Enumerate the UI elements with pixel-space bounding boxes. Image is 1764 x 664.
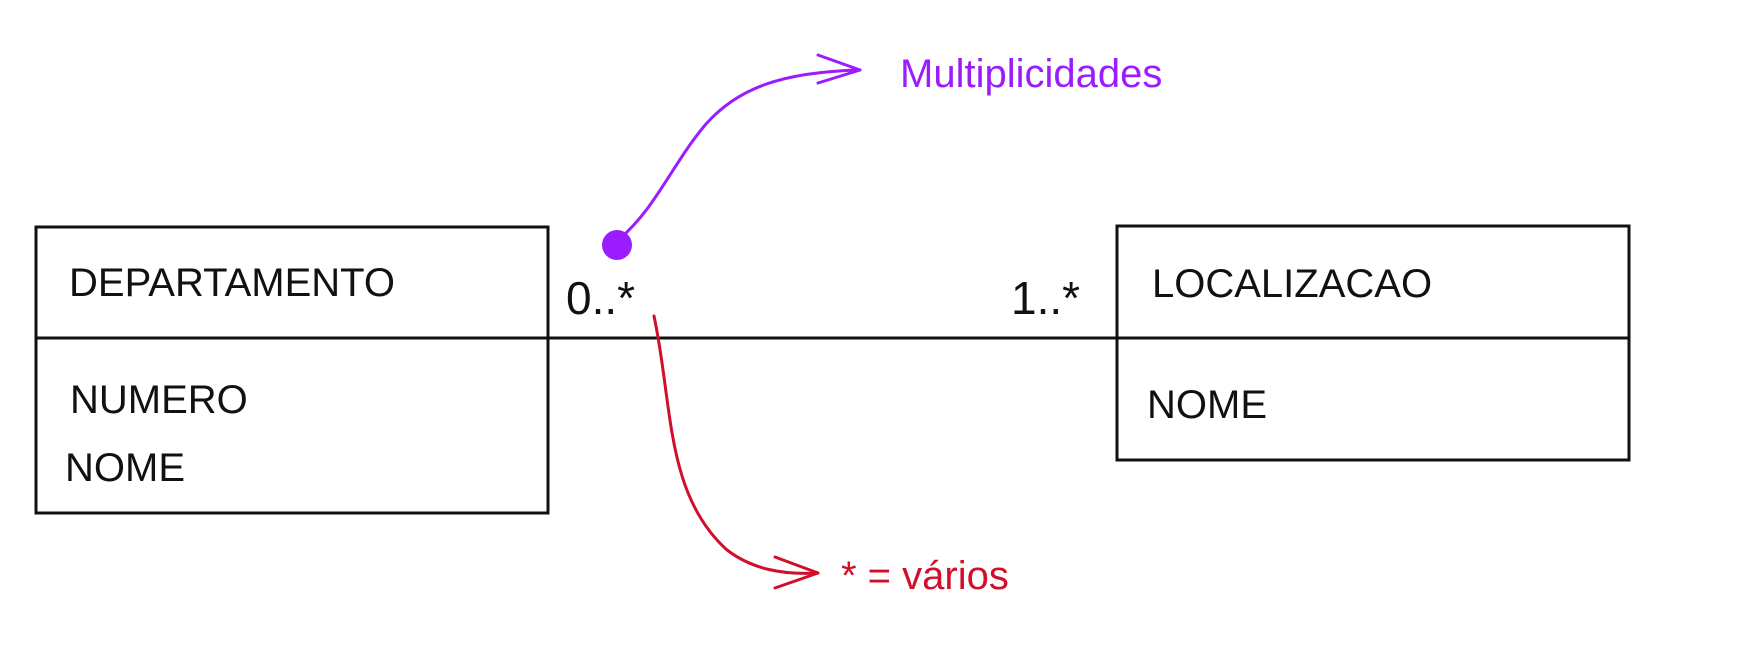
departamento-attribute-nome: NOME bbox=[65, 446, 185, 490]
left-multiplicity-label: 0..* bbox=[566, 272, 636, 324]
multiplicidades-anchor-dot bbox=[602, 230, 632, 260]
departamento-box bbox=[34, 225, 550, 515]
departamento-attribute-numero: NUMERO bbox=[70, 378, 248, 422]
varios-arrow-curve bbox=[652, 314, 820, 575]
localizacao-box bbox=[1115, 224, 1631, 462]
multiplicidades-arrow-curve bbox=[615, 68, 862, 243]
varios-annotation: * = vários bbox=[841, 554, 1009, 598]
varios-arrow-head bbox=[773, 555, 820, 590]
localizacao-attribute-nome: NOME bbox=[1147, 383, 1267, 427]
localizacao-title: LOCALIZACAO bbox=[1152, 262, 1433, 306]
multiplicidades-annotation: Multiplicidades bbox=[900, 52, 1163, 96]
right-multiplicity-label: 1..* bbox=[1011, 272, 1081, 324]
multiplicidades-arrow-head bbox=[816, 53, 862, 85]
departamento-title: DEPARTAMENTO bbox=[69, 261, 395, 305]
